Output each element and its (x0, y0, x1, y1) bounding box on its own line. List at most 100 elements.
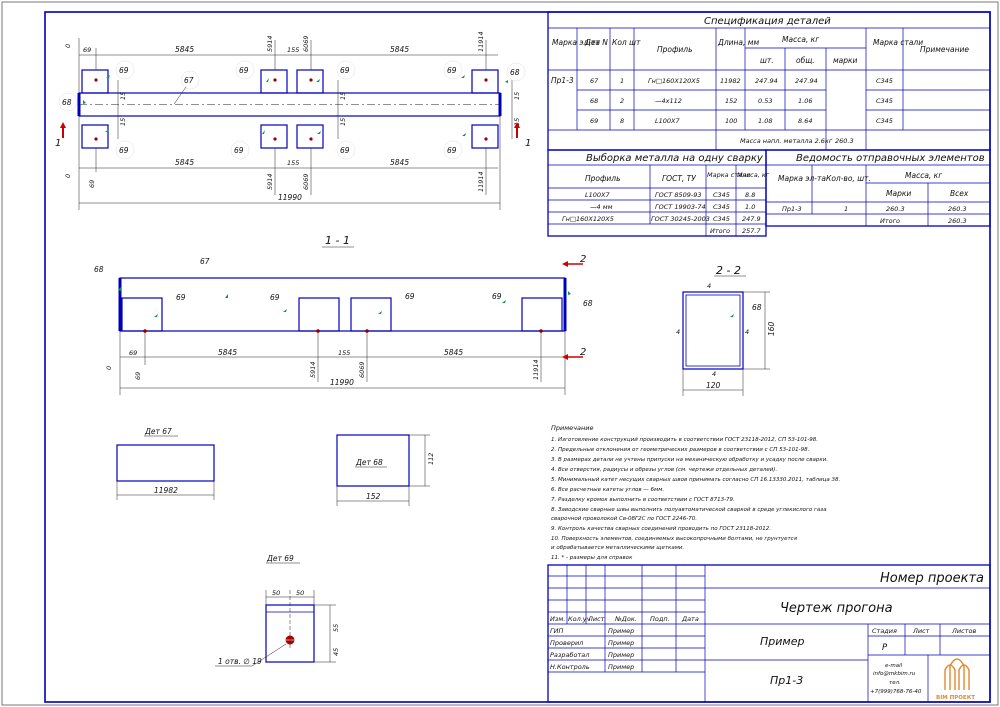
dim-text: 5845 (175, 158, 194, 167)
stamp-name: Пример (608, 663, 634, 671)
spec-cell: 247.94 (755, 77, 778, 85)
callout: 69 (119, 146, 129, 155)
spec-cell: С345 (876, 77, 893, 85)
ship-header: Всех (950, 189, 969, 198)
metal-header: Масса, кг (737, 171, 770, 179)
contact: info@mkbim.ru (873, 671, 916, 677)
contact: e-mail (885, 663, 903, 669)
stamp-name: Пример (608, 627, 634, 635)
shipping-table: Ведомость отправочных элементов Марка эл… (765, 149, 991, 227)
view-title: 2 - 2 (716, 264, 741, 277)
spec-cell: —4х112 (655, 97, 682, 105)
callout: 69 (119, 66, 129, 75)
stamp-header: Изм. (550, 615, 565, 623)
metal-header: ГОСТ, ТУ (662, 174, 696, 183)
dim-text: 69 (129, 349, 137, 357)
spec-header: Марка стали (873, 38, 923, 47)
callout: 67 (200, 257, 210, 266)
section-mark: 2 (580, 254, 586, 265)
spec-cell: Пр1-3 (551, 76, 574, 85)
dim-text: 0 (105, 366, 113, 370)
spec-header: Кол шт (612, 38, 641, 47)
spec-cell: 1 (620, 77, 624, 85)
dim-text: 5914 (266, 35, 274, 52)
detail-68: Дет 68 112 152 (336, 434, 435, 506)
spec-cell: С345 (876, 97, 893, 105)
dim-text: 5914 (309, 361, 317, 378)
dim-text: 5845 (218, 348, 237, 357)
spec-cell: 68 (590, 97, 598, 105)
dim-text: 155 (338, 349, 350, 357)
stamp-name: Пример (608, 651, 634, 659)
spec-cell: 260.3 (835, 137, 854, 145)
spec-header: Длина, мм (717, 38, 759, 47)
metal-cell: ГОСТ 19903-74 (655, 203, 706, 211)
ship-header: Масса, кг (905, 171, 942, 180)
stage-value: Р (882, 643, 888, 653)
callout: 69 (405, 292, 415, 301)
spec-cell: L100X7 (655, 117, 680, 125)
stamp-header: Лист (587, 615, 605, 623)
stamp-role: Проверил (550, 639, 583, 647)
ship-cell: 1 (844, 205, 848, 213)
dim-text: 4 (745, 328, 749, 336)
dim-text: 50 (296, 589, 304, 597)
dim-text: 11914 (477, 171, 485, 192)
dim-text: 155 (287, 159, 299, 167)
dim-text: 50 (272, 589, 280, 597)
project-number: Номер проекта (880, 571, 984, 586)
spec-header: Дет N (584, 38, 608, 47)
note-line: 2. Предельные отклонения от геометрическ… (551, 447, 810, 453)
spec-title: Спецификация деталей (704, 16, 831, 27)
note-line: 9. Контроль качества сварных соединений … (551, 526, 771, 532)
view-title: 1 - 1 (325, 234, 350, 247)
ship-cell: 260.3 (886, 205, 905, 213)
metal-title: Выборка металла на одну сварку (586, 152, 764, 164)
object-name: Пример (760, 635, 804, 648)
note-line: 10. Поверхность элементов, соединяемых в… (551, 536, 798, 542)
spec-header: шт. (760, 56, 774, 65)
spec-cell: 0.53 (758, 97, 772, 105)
dim-text: 69 (134, 372, 142, 380)
detail-title: Дет 69 (266, 554, 294, 563)
callout: 68 (62, 98, 72, 107)
ship-cell: Итого (880, 217, 900, 225)
note-line: 6. Все расчетные катеты углов — 6мм. (551, 487, 664, 493)
dim-text: 69 (88, 180, 96, 188)
ship-header: Марка эл-та (778, 174, 826, 183)
note-line: 3. В размерах детали не учтены припуски … (551, 457, 828, 463)
stamp-role: ГИП (550, 627, 563, 635)
detail-67: Дет 67 11982 (116, 427, 215, 500)
section-mark: 2 (580, 347, 586, 358)
dim-text: 6069 (302, 173, 310, 190)
metal-cell: —4 мм (590, 203, 613, 211)
section-mark: 1 (525, 138, 531, 149)
spec-cell: Масса напл. металла 2.6кг (740, 137, 833, 145)
dim-text: 152 (366, 492, 381, 501)
metal-cell: L100X7 (585, 191, 610, 199)
stamp-header: Кол.уч (568, 615, 591, 623)
notes: Примечание 1. Изготовление конструкций п… (551, 424, 841, 561)
dim-text: 15 (513, 118, 521, 126)
metal-cell: ГОСТ 30245-2003 (651, 215, 710, 223)
section-mark: 1 (55, 138, 61, 149)
title-block: Номер проекта Чертеж прогона Пример Пр1-… (547, 564, 991, 703)
ship-header: Кол-во, шт. (826, 174, 871, 183)
contact: +7(999)768-76-40 (870, 689, 922, 695)
callout: 69 (447, 66, 457, 75)
callout: 68 (510, 68, 520, 77)
dim-text: 155 (287, 46, 299, 54)
stamp-header: Лист (912, 627, 930, 635)
dim-text: 11914 (532, 359, 540, 380)
metal-cell: Гн□160Х120Х5 (562, 215, 614, 223)
metal-cell: С345 (713, 203, 730, 211)
callout: 69 (234, 146, 244, 155)
dim-text: 15 (339, 92, 347, 100)
element-mark: Пр1-3 (770, 674, 803, 687)
dim-text: 15 (119, 92, 127, 100)
dim-text: 0 (64, 174, 72, 178)
stamp-header: Дата (681, 615, 699, 623)
note-line: 8. Заводские сварные швы выполнить полуа… (551, 507, 827, 513)
